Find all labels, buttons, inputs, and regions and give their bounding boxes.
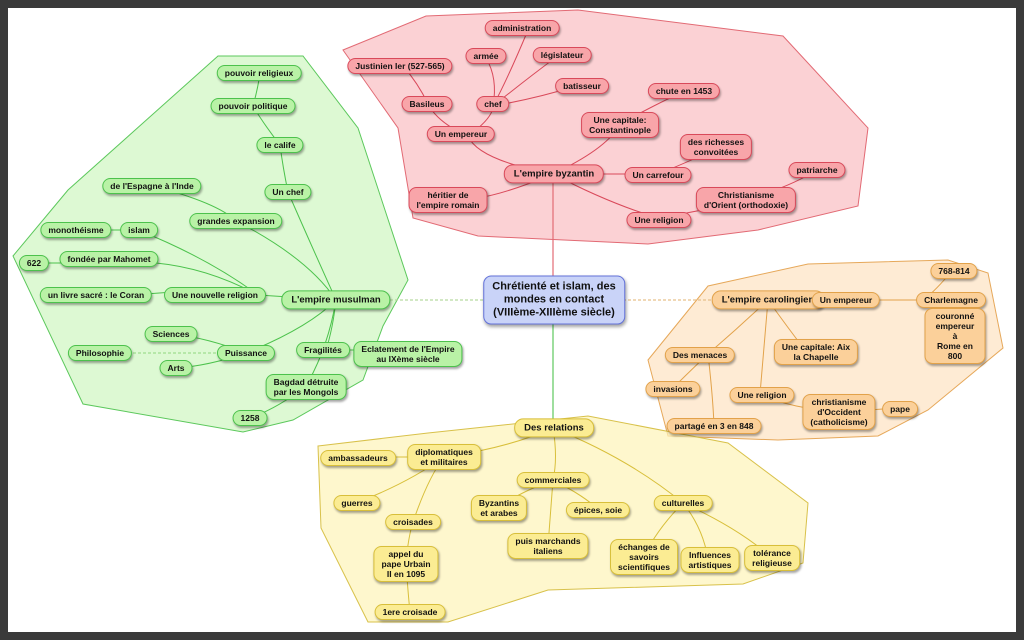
node-heritier[interactable]: héritier de l'empire romain — [408, 186, 488, 214]
node-croisades[interactable]: croisades — [385, 513, 441, 531]
node-partage-848[interactable]: partagé en 3 en 848 — [666, 417, 762, 435]
node-marchands-italiens[interactable]: puis marchands italiens — [507, 532, 589, 560]
node-commerciales[interactable]: commerciales — [516, 471, 590, 489]
node-pape[interactable]: pape — [882, 400, 918, 418]
node-empire-byzantin[interactable]: L'empire byzantin — [503, 164, 605, 184]
node-carrefour[interactable]: Un carrefour — [624, 166, 692, 184]
node-islam[interactable]: islam — [120, 221, 158, 239]
node-bagdad[interactable]: Bagdad détruite par les Mongols — [265, 373, 347, 401]
node-sciences[interactable]: Sciences — [144, 325, 198, 343]
node-mahomet[interactable]: fondée par Mahomet — [59, 250, 159, 268]
node-philosophie[interactable]: Philosophie — [67, 344, 133, 362]
node-batisseur[interactable]: batisseur — [555, 77, 609, 95]
node-religion-byzantin[interactable]: Une religion — [626, 211, 692, 229]
node-menaces[interactable]: Des menaces — [664, 346, 736, 364]
node-empire-carolingien[interactable]: L'empire carolingien — [711, 290, 825, 310]
node-expansion[interactable]: grandes expansion — [189, 212, 283, 230]
node-couronne[interactable]: couronné empereur à Rome en 800 — [924, 307, 986, 365]
node-768-814[interactable]: 768-814 — [930, 262, 978, 280]
node-invasions[interactable]: invasions — [645, 380, 701, 398]
zone-musulman — [12, 55, 409, 433]
node-pouvoir-politique[interactable]: pouvoir politique — [210, 97, 296, 115]
node-chute-1453[interactable]: chute en 1453 — [647, 82, 721, 100]
node-coran[interactable]: un livre sacré : le Coran — [39, 286, 153, 304]
node-empereur-carolingien[interactable]: Un empereur — [811, 291, 881, 309]
node-capitale-aix[interactable]: Une capitale: Aix la Chapelle — [773, 338, 859, 366]
node-arts[interactable]: Arts — [159, 359, 193, 377]
node-byzantins-arabes[interactable]: Byzantins et arabes — [470, 494, 528, 522]
node-chef-musulman[interactable]: Un chef — [264, 183, 312, 201]
node-administration[interactable]: administration — [484, 19, 560, 37]
node-influences-artistiques[interactable]: Influences artistiques — [680, 546, 740, 574]
node-appel-urbain[interactable]: appel du pape Urbain II en 1095 — [373, 545, 439, 583]
central-topic[interactable]: Chrétienté et islam, des mondes en conta… — [483, 275, 625, 325]
node-pouvoir-religieux[interactable]: pouvoir religieux — [216, 64, 302, 82]
node-1ere-croisade[interactable]: 1ere croisade — [374, 603, 446, 621]
node-charlemagne[interactable]: Charlemagne — [916, 291, 986, 309]
node-culturelles[interactable]: culturelles — [653, 494, 713, 512]
node-patriarche[interactable]: patriarche — [788, 161, 846, 179]
node-religion-carolingien[interactable]: Une religion — [729, 386, 795, 404]
node-ambassadeurs[interactable]: ambassadeurs — [320, 449, 396, 467]
node-christianisme-occident[interactable]: christianisme d'Occident (catholicisme) — [802, 393, 876, 431]
node-622[interactable]: 622 — [18, 254, 50, 272]
node-1258[interactable]: 1258 — [232, 409, 268, 427]
node-puissance[interactable]: Puissance — [216, 344, 276, 362]
node-guerres[interactable]: guerres — [333, 494, 381, 512]
node-empire-musulman[interactable]: L'empire musulman — [281, 290, 391, 310]
node-justinien[interactable]: Justinien Ier (527-565) — [347, 57, 453, 75]
node-legislateur[interactable]: législateur — [532, 46, 592, 64]
node-basileus[interactable]: Basileus — [401, 95, 453, 113]
node-espagne-inde[interactable]: de l'Espagne à l'Inde — [102, 177, 202, 195]
node-eclatement[interactable]: Eclatement de l'Empire au IXème siècle — [353, 340, 463, 368]
node-chef-byzantin[interactable]: chef — [476, 95, 510, 113]
node-empereur-byzantin[interactable]: Un empereur — [426, 125, 496, 143]
node-monotheisme[interactable]: monothéisme — [40, 221, 112, 239]
node-armee[interactable]: armée — [465, 47, 507, 65]
node-capitale-constantinople[interactable]: Une capitale: Constantinople — [581, 111, 659, 139]
node-calife[interactable]: le calife — [256, 136, 304, 154]
node-nouvelle-religion[interactable]: Une nouvelle religion — [164, 286, 266, 304]
node-epices-soie[interactable]: épices, soie — [565, 501, 631, 519]
node-tolerance-religieuse[interactable]: tolérance religieuse — [744, 544, 800, 572]
node-diplomatiques[interactable]: diplomatiques et militaires — [407, 443, 481, 471]
node-christianisme-orient[interactable]: Christianisme d'Orient (orthodoxie) — [695, 186, 797, 214]
node-echanges-savoirs[interactable]: échanges de savoirs scientifiques — [610, 538, 678, 576]
node-fragilites[interactable]: Fragilités — [296, 341, 350, 359]
concept-map-canvas: Chrétienté et islam, des mondes en conta… — [8, 8, 1016, 632]
node-richesses[interactable]: des richesses convoitées — [679, 133, 753, 161]
node-relations[interactable]: Des relations — [514, 418, 594, 438]
